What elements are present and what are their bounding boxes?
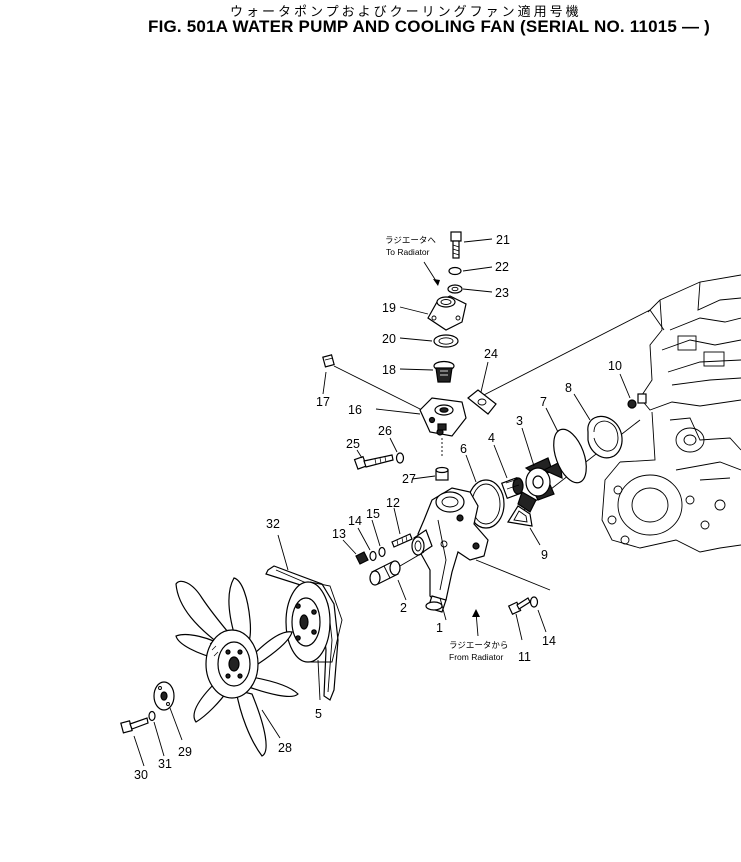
part-23-washer bbox=[447, 284, 463, 294]
callout-28: 28 bbox=[278, 741, 292, 755]
callout-23: 23 bbox=[495, 286, 509, 300]
callout-24: 24 bbox=[484, 347, 498, 361]
part-11-bolt bbox=[507, 597, 531, 616]
part-9-gasket bbox=[507, 505, 533, 527]
callout-13: 13 bbox=[332, 527, 346, 541]
leader-gasket-24 bbox=[477, 309, 651, 399]
callout-17: 17 bbox=[316, 395, 330, 409]
callout-27: 27 bbox=[402, 472, 416, 486]
part-24-gasket bbox=[467, 389, 497, 415]
callout-25: 25 bbox=[346, 437, 360, 451]
part-14-washer-upper bbox=[369, 550, 377, 562]
callout-5: 5 bbox=[315, 707, 322, 721]
part-19-water-outlet bbox=[427, 295, 467, 331]
callout-10: 10 bbox=[608, 359, 622, 373]
note-from-radiator-jp: ラジエータから bbox=[449, 640, 508, 650]
callout-32: 32 bbox=[266, 517, 280, 531]
callout-20: 20 bbox=[382, 332, 396, 346]
callout-15: 15 bbox=[366, 507, 380, 521]
part-27-spacer bbox=[435, 466, 449, 481]
part-10-bolt bbox=[627, 393, 647, 409]
part-31-washer bbox=[148, 710, 156, 722]
part-4-seal bbox=[500, 476, 524, 500]
part-21-bolt bbox=[450, 231, 462, 259]
callout-21: 21 bbox=[496, 233, 510, 247]
note-from-radiator-en: From Radiator bbox=[449, 652, 503, 662]
callout-1: 1 bbox=[436, 621, 443, 635]
callout-22: 22 bbox=[495, 260, 509, 274]
note-to-radiator-jp: ラジエータへ bbox=[385, 235, 436, 245]
callout-9: 9 bbox=[541, 548, 548, 562]
part-28-cooling-fan bbox=[175, 577, 299, 757]
engine-block bbox=[601, 274, 741, 553]
part-8-gasket bbox=[587, 415, 623, 459]
note-to-radiator-en: To Radiator bbox=[386, 247, 430, 257]
callout-29: 29 bbox=[178, 745, 192, 759]
part-15-washer bbox=[378, 546, 386, 558]
part-22-lockwasher bbox=[448, 266, 462, 276]
title-japanese: ウォータポンプおよびクーリングファン適用号機 bbox=[230, 5, 582, 20]
callout-16: 16 bbox=[348, 403, 362, 417]
callout-26: 26 bbox=[378, 424, 392, 438]
part-26-washer bbox=[395, 452, 405, 464]
callout-18: 18 bbox=[382, 363, 396, 377]
callout-2: 2 bbox=[400, 601, 407, 615]
part-1-water-pump-body bbox=[411, 487, 489, 613]
figure-title: FIG. 501A WATER PUMP AND COOLING FAN (SE… bbox=[148, 17, 710, 36]
callout-4: 4 bbox=[488, 431, 495, 445]
part-20-gasket bbox=[433, 334, 459, 348]
callout-3: 3 bbox=[516, 414, 523, 428]
callout-14-upper: 14 bbox=[348, 514, 362, 528]
callout-31: 31 bbox=[158, 757, 172, 771]
part-12-stud bbox=[391, 533, 413, 548]
callout-7: 7 bbox=[540, 395, 547, 409]
part-5-fan-pulley bbox=[285, 581, 343, 663]
callout-14-lower: 14 bbox=[542, 634, 556, 648]
part-14-washer-lower bbox=[529, 596, 539, 608]
callout-8: 8 bbox=[565, 381, 572, 395]
callout-11: 11 bbox=[518, 650, 531, 664]
part-18-thermostat bbox=[433, 360, 455, 383]
callout-30: 30 bbox=[134, 768, 148, 782]
part-29-plate bbox=[153, 681, 175, 711]
part-16-thermostat-housing bbox=[419, 397, 467, 437]
callout-6: 6 bbox=[460, 442, 467, 456]
part-7-o-ring bbox=[553, 428, 587, 484]
callout-12: 12 bbox=[386, 496, 400, 510]
callout-19: 19 bbox=[382, 301, 396, 315]
part-13-nut bbox=[355, 551, 369, 565]
part-17-plug bbox=[322, 354, 335, 368]
part-30-bolt bbox=[120, 717, 149, 734]
part-2-bearing-shaft bbox=[369, 560, 401, 586]
part-3-impeller bbox=[517, 457, 563, 513]
part-25-bolt bbox=[353, 454, 394, 470]
